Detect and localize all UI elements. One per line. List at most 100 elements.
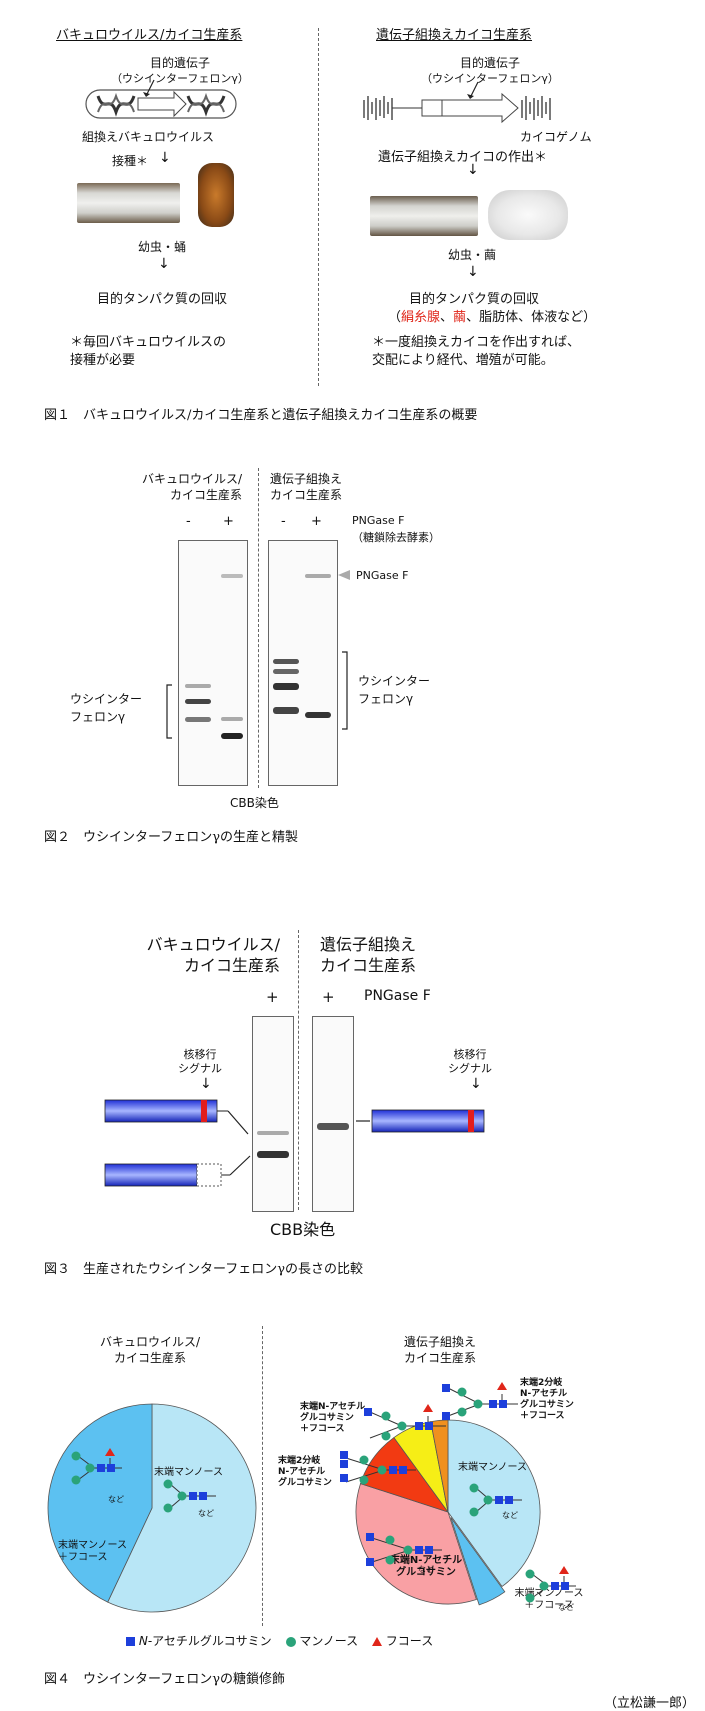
glycan-glcnac-fucose-icon [364,1404,446,1441]
fig3-gel-right [312,1016,354,1212]
pie-slice [450,1517,506,1606]
fig2-right-bracket [342,651,348,730]
glycan-bi-glcnac-icon [340,1451,416,1485]
pie-slice [107,1403,257,1613]
fig3-left-proteins [104,1099,251,1187]
fig1-left-gene: 目的遺伝子 [149,56,210,70]
fig4-right-label-bi-glcnac-fucose: 末端2分岐 N-アセチル グルコサミン ＋フコース [520,1378,574,1421]
silkworm-larva-photo-2 [370,196,478,236]
fig1-left-stage: 幼虫・蛹 [137,240,186,254]
fig4-left-pie [47,1403,257,1613]
legend-glcnac-prefix: N [138,1634,148,1648]
paren-open: （ [388,310,402,325]
fig2-caption: 図２ ウシインターフェロンγの生産と精製 [44,830,298,845]
gel-band [185,699,211,704]
fig3-left-header: バキュロウイルス/ カイコ生産系 [146,935,280,975]
silkworm-pupa-photo [198,163,234,227]
fig3-enzyme: PNGase F [364,988,431,1004]
fig4-right-label-glcnac: 末端N-アセチル グルコサミン [389,1555,463,1578]
fig3-right-protein [356,1109,485,1133]
fig1-right-stage: 幼虫・繭 [447,248,496,262]
fig1-right-gene: 目的遺伝子 [459,56,520,70]
fig3-stain: CBB染色 [270,1220,336,1239]
fig4-right-label-glcnac-fucose: 末端N-アセチル グルコサミン ＋フコース [300,1402,366,1434]
legend-fucose: フコース [385,1634,434,1648]
legend-mannose: マンノース [299,1634,359,1648]
fig3-signal-right: 核移行 シグナル [448,1048,492,1075]
gel-band [273,669,299,674]
gel-band [257,1131,289,1135]
fig2-right-header: 遺伝子組換え カイコ生産系 [270,472,343,502]
fig2-stain: CBB染色 [230,796,279,810]
etc-label: など [558,1603,574,1612]
fig4-right-label-bi-glcnac: 末端2分岐 N-アセチル グルコサミン [278,1456,332,1488]
fig2-enzyme: PNGase F [352,514,405,527]
gel-band [185,717,211,722]
fig3-right-header: 遺伝子組換え カイコ生産系 [320,935,417,975]
gel-band [317,1123,349,1130]
fig1-right-tissues: （絹糸腺、繭、脂肪体、体液など） [388,306,596,325]
etc-label: など [418,1565,434,1574]
arrow-down-icon: ↓ [159,150,171,166]
fig4-right-label-fucose: 末端マンノース ＋フコース [514,1588,584,1611]
baculovirus-diagram [85,79,237,119]
fig4-left-label-fucose: 末端マンノース ＋フコース [58,1540,127,1563]
fig1-left-vector: 組換えバキュロウイルス [82,130,215,144]
glycan-mannose-icon-2 [469,1483,522,1517]
fig2-lane-2: + [223,514,234,529]
legend-glcnac: -アセチルグルコサミン [147,1634,272,1648]
fig2-lane-1: - [186,514,191,529]
gel-band [257,1151,289,1158]
gel-band [185,684,211,688]
fig2-enzyme-sub: （糖鎖除去酵素） [352,531,440,544]
fig1-left-inoculate: 接種＊ [112,154,149,168]
gel-band [273,707,299,714]
pie-slice [447,1419,541,1587]
fig1-right-recovery: 目的タンパク質の回収 [408,292,539,307]
fig1-left-gene-sub: （ウシインターフェロンγ） [111,72,249,85]
fig4-right-header: 遺伝子組換え カイコ生産系 [403,1335,476,1365]
fig2-lane-3: - [281,514,286,529]
arrow-down-icon: ↓ [200,1076,212,1092]
tissues-rest: 、脂肪体、体液など） [466,310,597,325]
gel-band [273,683,299,690]
fig4-left-label-mannose: 末端マンノース [154,1467,223,1478]
fucose-triangle-icon [371,1637,382,1646]
fig4-legend: N-アセチルグルコサミン マンノース フコース [126,1632,433,1649]
silk-gland-text: 絹糸腺 [401,310,441,325]
fig4-right-label-mannose: 末端マンノース [458,1462,527,1473]
glycan-mannose-icon [163,1479,216,1513]
fig2-left-bracket-label: ウシインター フェロンγ [70,692,143,724]
fig2-gel-left [178,540,248,786]
arrowhead-icon [338,570,350,580]
gel-band [221,733,243,739]
fig1-left-note: ＊毎回バキュロウイルスの 接種が必要 [70,335,227,368]
etc-label: など [502,1511,518,1520]
fig3-gel-left [252,1016,294,1212]
fig3-plus-right: + [322,988,335,1006]
mannose-circle-icon [285,1636,296,1647]
fig1-left-title: バキュロウイルス/カイコ生産系 [56,28,243,43]
arrow-down-icon: ↓ [158,256,170,272]
etc-label: など [198,1509,214,1518]
fig2-left-bracket [166,684,172,739]
arrow-down-icon: ↓ [467,264,479,280]
fig2-right-bracket-label: ウシインター フェロンγ [358,674,431,706]
gel-band [221,574,243,578]
fig2-divider [258,468,259,788]
fig4-right-pie [355,1419,541,1606]
fig1-caption: 図１ バキュロウイルス/カイコ生産系と遺伝子組換えカイコ生産系の概要 [44,408,478,423]
fig4-divider [262,1326,263,1626]
fig3-plus-left: + [266,988,279,1006]
gel-band [273,659,299,664]
fig3-signal-left: 核移行 シグナル [178,1048,222,1075]
glycan-glcnac-icon [366,1533,442,1566]
fig3-caption: 図３ 生産されたウシインターフェロンγの長さの比較 [44,1262,363,1277]
fig1-right-genome: カイコゲノム [520,130,592,144]
gel-band [305,574,331,578]
fig1-left-recovery: 目的タンパク質の回収 [96,292,227,307]
gel-band [305,712,331,718]
fig1-right-gene-sub: （ウシインターフェロンγ） [421,72,559,85]
fig1-right-title: 遺伝子組換えカイコ生産系 [376,28,533,43]
fig4-caption: 図４ ウシインターフェロンγの糖鎖修飾 [44,1672,285,1687]
